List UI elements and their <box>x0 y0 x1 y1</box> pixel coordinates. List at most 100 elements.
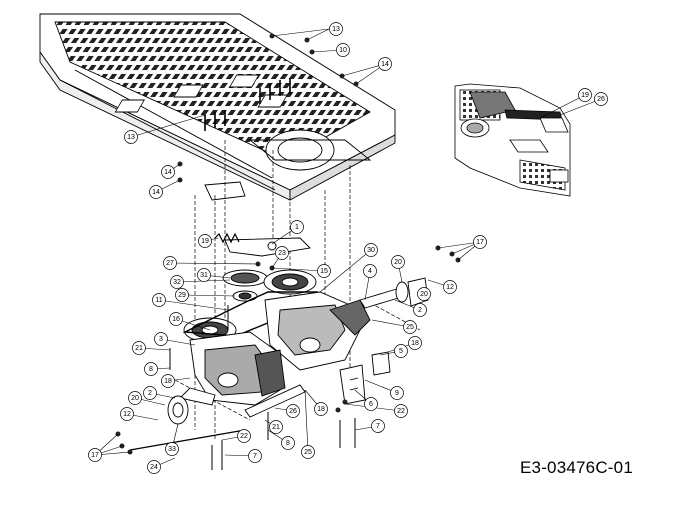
callout-label: 9 <box>395 390 399 397</box>
callout-19: 19 <box>578 88 592 102</box>
callout-20: 20 <box>417 287 431 301</box>
callout-29: 29 <box>175 288 189 302</box>
callout-18: 18 <box>161 374 175 388</box>
callout-32: 32 <box>170 275 184 289</box>
callout-7: 7 <box>248 449 262 463</box>
inset-view <box>454 83 571 197</box>
callout-label: 5 <box>399 348 403 355</box>
callout-30: 30 <box>364 243 378 257</box>
callout-21: 21 <box>269 420 283 434</box>
callout-label: 22 <box>397 408 405 415</box>
callout-15: 15 <box>317 264 331 278</box>
callout-6: 6 <box>364 397 378 411</box>
callout-label: 17 <box>91 452 99 459</box>
callout-22: 22 <box>237 429 251 443</box>
callout-label: 18 <box>411 340 419 347</box>
callout-label: 12 <box>446 284 454 291</box>
callout-33: 33 <box>165 442 179 456</box>
callout-label: 2 <box>148 390 152 397</box>
callout-18: 18 <box>314 402 328 416</box>
callout-21: 21 <box>132 341 146 355</box>
reference-code: E3-03476C-01 <box>520 458 633 477</box>
callout-22: 22 <box>394 404 408 418</box>
callout-label: 26 <box>597 96 605 103</box>
callout-14: 14 <box>378 57 392 71</box>
callout-8: 8 <box>281 436 295 450</box>
callout-label: 20 <box>420 291 428 298</box>
callout-2: 2 <box>143 386 157 400</box>
callout-label: 7 <box>253 453 257 460</box>
callout-label: 4 <box>368 268 372 275</box>
callout-label: 26 <box>289 408 297 415</box>
callout-31: 31 <box>197 268 211 282</box>
callout-label: 15 <box>320 268 328 275</box>
callout-label: 31 <box>200 272 208 279</box>
callout-27: 27 <box>163 256 177 270</box>
callout-label: 32 <box>173 279 181 286</box>
callout-label: 17 <box>476 239 484 246</box>
callout-label: 18 <box>164 378 172 385</box>
callout-label: 19 <box>581 92 589 99</box>
callout-label: 13 <box>127 134 135 141</box>
callout-13: 13 <box>124 130 138 144</box>
callout-label: 21 <box>272 424 280 431</box>
callout-label: 12 <box>123 411 131 418</box>
callout-label: 6 <box>369 401 373 408</box>
callout-label: 21 <box>135 345 143 352</box>
callout-label: 22 <box>240 433 248 440</box>
callout-label: 14 <box>381 61 389 68</box>
callout-23: 23 <box>275 246 289 260</box>
callout-label: 16 <box>172 316 180 323</box>
callout-label: 24 <box>150 464 158 471</box>
callout-4: 4 <box>363 264 377 278</box>
callout-5: 5 <box>394 344 408 358</box>
callout-label: 10 <box>339 47 347 54</box>
callout-25: 25 <box>403 320 417 334</box>
callout-16: 16 <box>169 312 183 326</box>
callout-12: 12 <box>120 407 134 421</box>
callout-label: 25 <box>406 324 414 331</box>
callout-20: 20 <box>128 391 142 405</box>
callout-label: 19 <box>201 238 209 245</box>
callout-11: 11 <box>152 293 166 307</box>
callout-26: 26 <box>286 404 300 418</box>
callout-label: 27 <box>166 260 174 267</box>
callout-8: 8 <box>144 362 158 376</box>
callout-label: 8 <box>149 366 153 373</box>
callout-label: 11 <box>155 297 162 304</box>
callout-label: 14 <box>152 189 160 196</box>
callout-17: 17 <box>88 448 102 462</box>
callout-label: 7 <box>376 423 380 430</box>
callout-label: 33 <box>168 446 176 453</box>
callout-17: 17 <box>473 235 487 249</box>
callout-label: 20 <box>131 395 139 402</box>
transmission-assembly <box>115 33 461 470</box>
callout-9: 9 <box>390 386 404 400</box>
callout-label: 29 <box>178 292 186 299</box>
callout-label: 18 <box>317 406 325 413</box>
callout-label: 25 <box>304 449 312 456</box>
callout-14: 14 <box>161 165 175 179</box>
callout-label: 2 <box>418 307 422 314</box>
callout-3: 3 <box>154 332 168 346</box>
callout-19: 19 <box>198 234 212 248</box>
callout-26: 26 <box>594 92 608 106</box>
callout-label: 30 <box>367 247 375 254</box>
callout-7: 7 <box>371 419 385 433</box>
callout-label: 23 <box>278 250 286 257</box>
callout-10: 10 <box>336 43 350 57</box>
callout-label: 13 <box>332 26 340 33</box>
callout-label: 3 <box>159 336 163 343</box>
callout-label: 8 <box>286 440 290 447</box>
callout-1: 1 <box>290 220 304 234</box>
callout-18: 18 <box>408 336 422 350</box>
callout-13: 13 <box>329 22 343 36</box>
callout-label: 1 <box>295 224 299 231</box>
deck-frame <box>39 13 396 201</box>
callout-24: 24 <box>147 460 161 474</box>
callout-label: 20 <box>394 259 402 266</box>
callout-25: 25 <box>301 445 315 459</box>
callout-label: 14 <box>164 169 172 176</box>
callout-20: 20 <box>391 255 405 269</box>
